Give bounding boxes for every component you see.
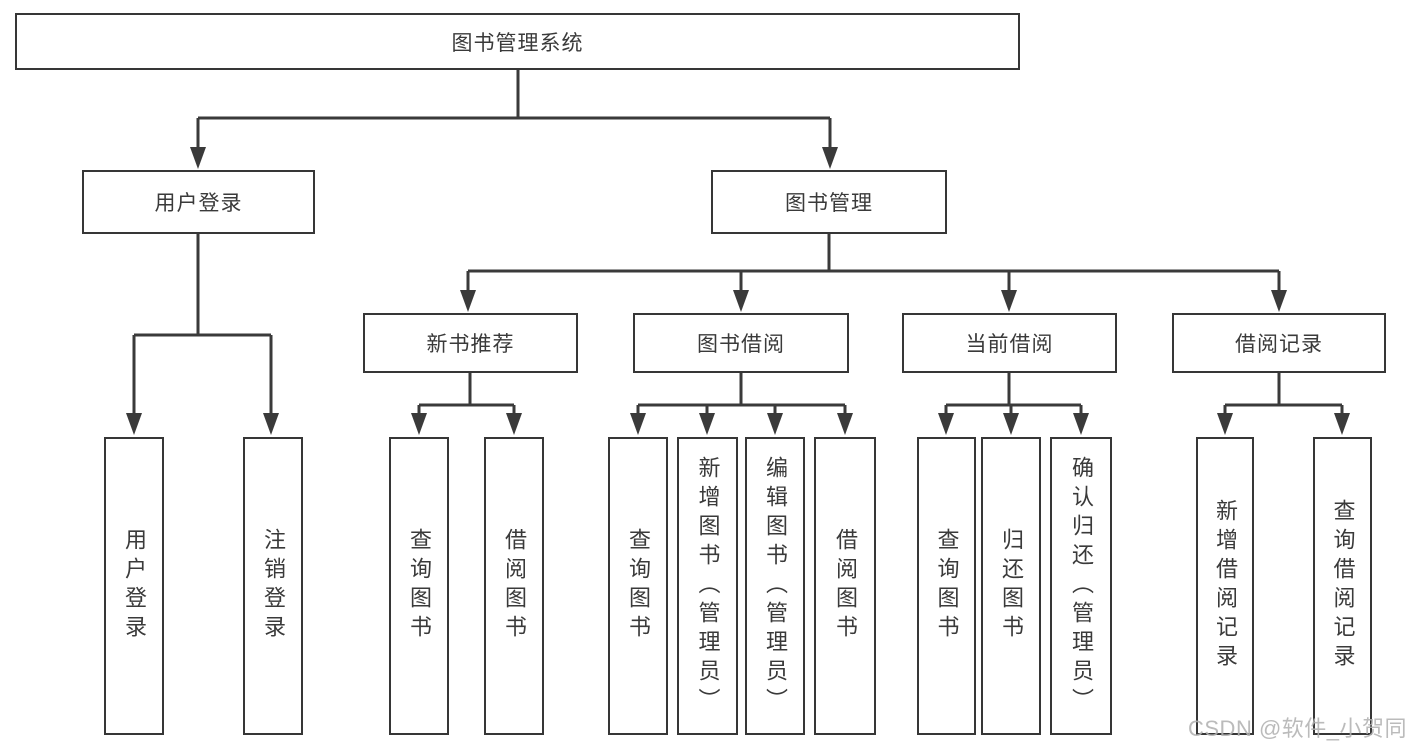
- leaf-return-books: 归还图书: [981, 437, 1041, 735]
- leaf-query-books-borrowing-label: 查询图书: [626, 528, 651, 644]
- leaf-return-books-label: 归还图书: [999, 528, 1024, 644]
- leaf-add-borrow-record-label: 新增借阅记录: [1213, 499, 1238, 673]
- leaf-logout: 注销登录: [243, 437, 303, 735]
- leaf-query-borrow-record: 查询借阅记录: [1313, 437, 1372, 735]
- leaf-add-books-admin: 新增图书（管理员）: [677, 437, 738, 735]
- node-new-book-recommendation: 新书推荐: [363, 313, 578, 373]
- leaf-borrow-books-recommend-label: 借阅图书: [502, 528, 527, 644]
- leaf-query-books-current-label: 查询图书: [934, 528, 960, 644]
- leaf-add-books-admin-label: 新增图书（管理员）: [695, 455, 721, 717]
- leaf-edit-books-admin: 编辑图书（管理员）: [745, 437, 805, 735]
- leaf-user-login: 用户登录: [104, 437, 164, 735]
- node-user-login: 用户登录: [82, 170, 315, 234]
- leaf-borrow-books: 借阅图书: [814, 437, 876, 735]
- node-borrowing-records: 借阅记录: [1172, 313, 1386, 373]
- node-book-borrowing: 图书借阅: [633, 313, 849, 373]
- leaf-borrow-books-label: 借阅图书: [833, 528, 858, 644]
- leaf-borrow-books-recommend: 借阅图书: [484, 437, 544, 735]
- leaf-query-books-recommend-label: 查询图书: [407, 528, 432, 644]
- leaf-user-login-label: 用户登录: [122, 528, 147, 644]
- leaf-query-books-recommend: 查询图书: [389, 437, 449, 735]
- leaf-query-borrow-record-label: 查询借阅记录: [1330, 499, 1356, 673]
- leaf-confirm-return-admin: 确认归还（管理员）: [1050, 437, 1112, 735]
- watermark: CSDN @软件_小贺同学: [1188, 716, 1405, 741]
- node-library-management-system: 图书管理系统: [15, 13, 1020, 70]
- leaf-edit-books-admin-label: 编辑图书（管理员）: [763, 455, 788, 717]
- node-current-borrowing: 当前借阅: [902, 313, 1117, 373]
- leaf-query-books-current: 查询图书: [917, 437, 976, 735]
- leaf-add-borrow-record: 新增借阅记录: [1196, 437, 1254, 735]
- node-book-management: 图书管理: [711, 170, 947, 234]
- leaf-query-books-borrowing: 查询图书: [608, 437, 668, 735]
- leaf-logout-label: 注销登录: [261, 528, 286, 644]
- leaf-confirm-return-admin-label: 确认归还（管理员）: [1069, 455, 1094, 717]
